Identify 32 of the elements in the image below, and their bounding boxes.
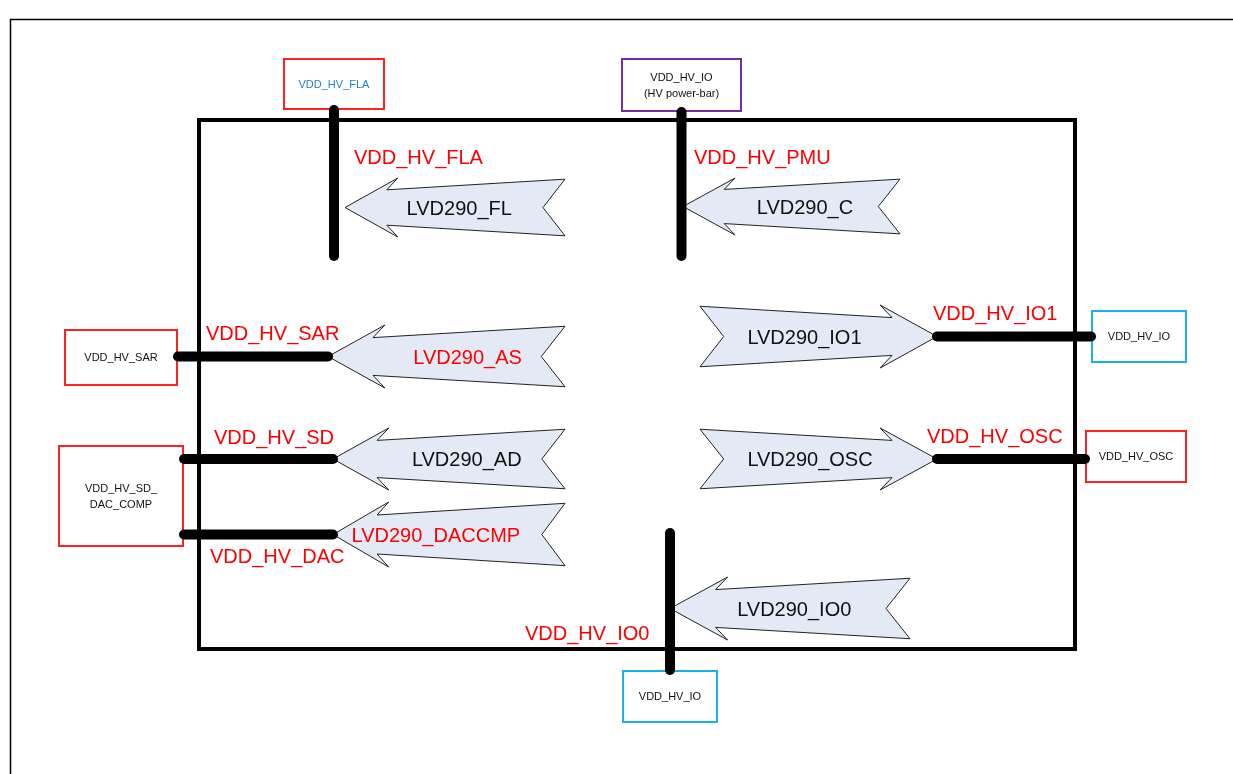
arrow-label: LVD290_AD [411, 447, 522, 471]
power-rail [179, 529, 338, 540]
pin-box [622, 670, 718, 723]
pin-label: VDD_HV_IO (HV power-bar) [642, 69, 721, 101]
power-rail [173, 351, 333, 362]
power-rail [676, 107, 687, 261]
pin-box [621, 58, 742, 112]
pin-label: VDD_HV_IO [1107, 329, 1171, 345]
pin-label: VDD_HV_FLA [298, 76, 370, 92]
pin-box [1091, 310, 1187, 363]
arrow-label: LVD290_OSC [747, 447, 873, 471]
arrow-label: LVD290_IO0 [737, 597, 852, 620]
arrow-label: LVD290_FL [406, 196, 512, 219]
pin-box [58, 445, 184, 547]
chevron-block [345, 178, 565, 237]
power-rail [665, 528, 675, 675]
pin-box [1085, 430, 1187, 483]
power-rail [932, 331, 1096, 342]
pin-label: VDD_HV_IO [638, 689, 702, 705]
pin-label: VDD_HV_OSC [1098, 449, 1174, 465]
power-rail [932, 454, 1090, 464]
pin-box [64, 329, 178, 386]
arrow-label: LVD290_DACCMP [351, 523, 521, 546]
arrow-label: LVD290_AS [413, 345, 522, 368]
pin-box [283, 58, 385, 110]
arrow-label: LVD290_IO1 [747, 325, 862, 348]
pin-label: VDD_HV_SD_ DAC_COMP [83, 480, 159, 512]
pin-label: VDD_HV_SAR [84, 350, 158, 366]
power-rail [179, 454, 338, 464]
power-rail [329, 105, 339, 261]
chip-outline [197, 118, 1077, 651]
arrow-label: LVD290_C [756, 195, 854, 218]
